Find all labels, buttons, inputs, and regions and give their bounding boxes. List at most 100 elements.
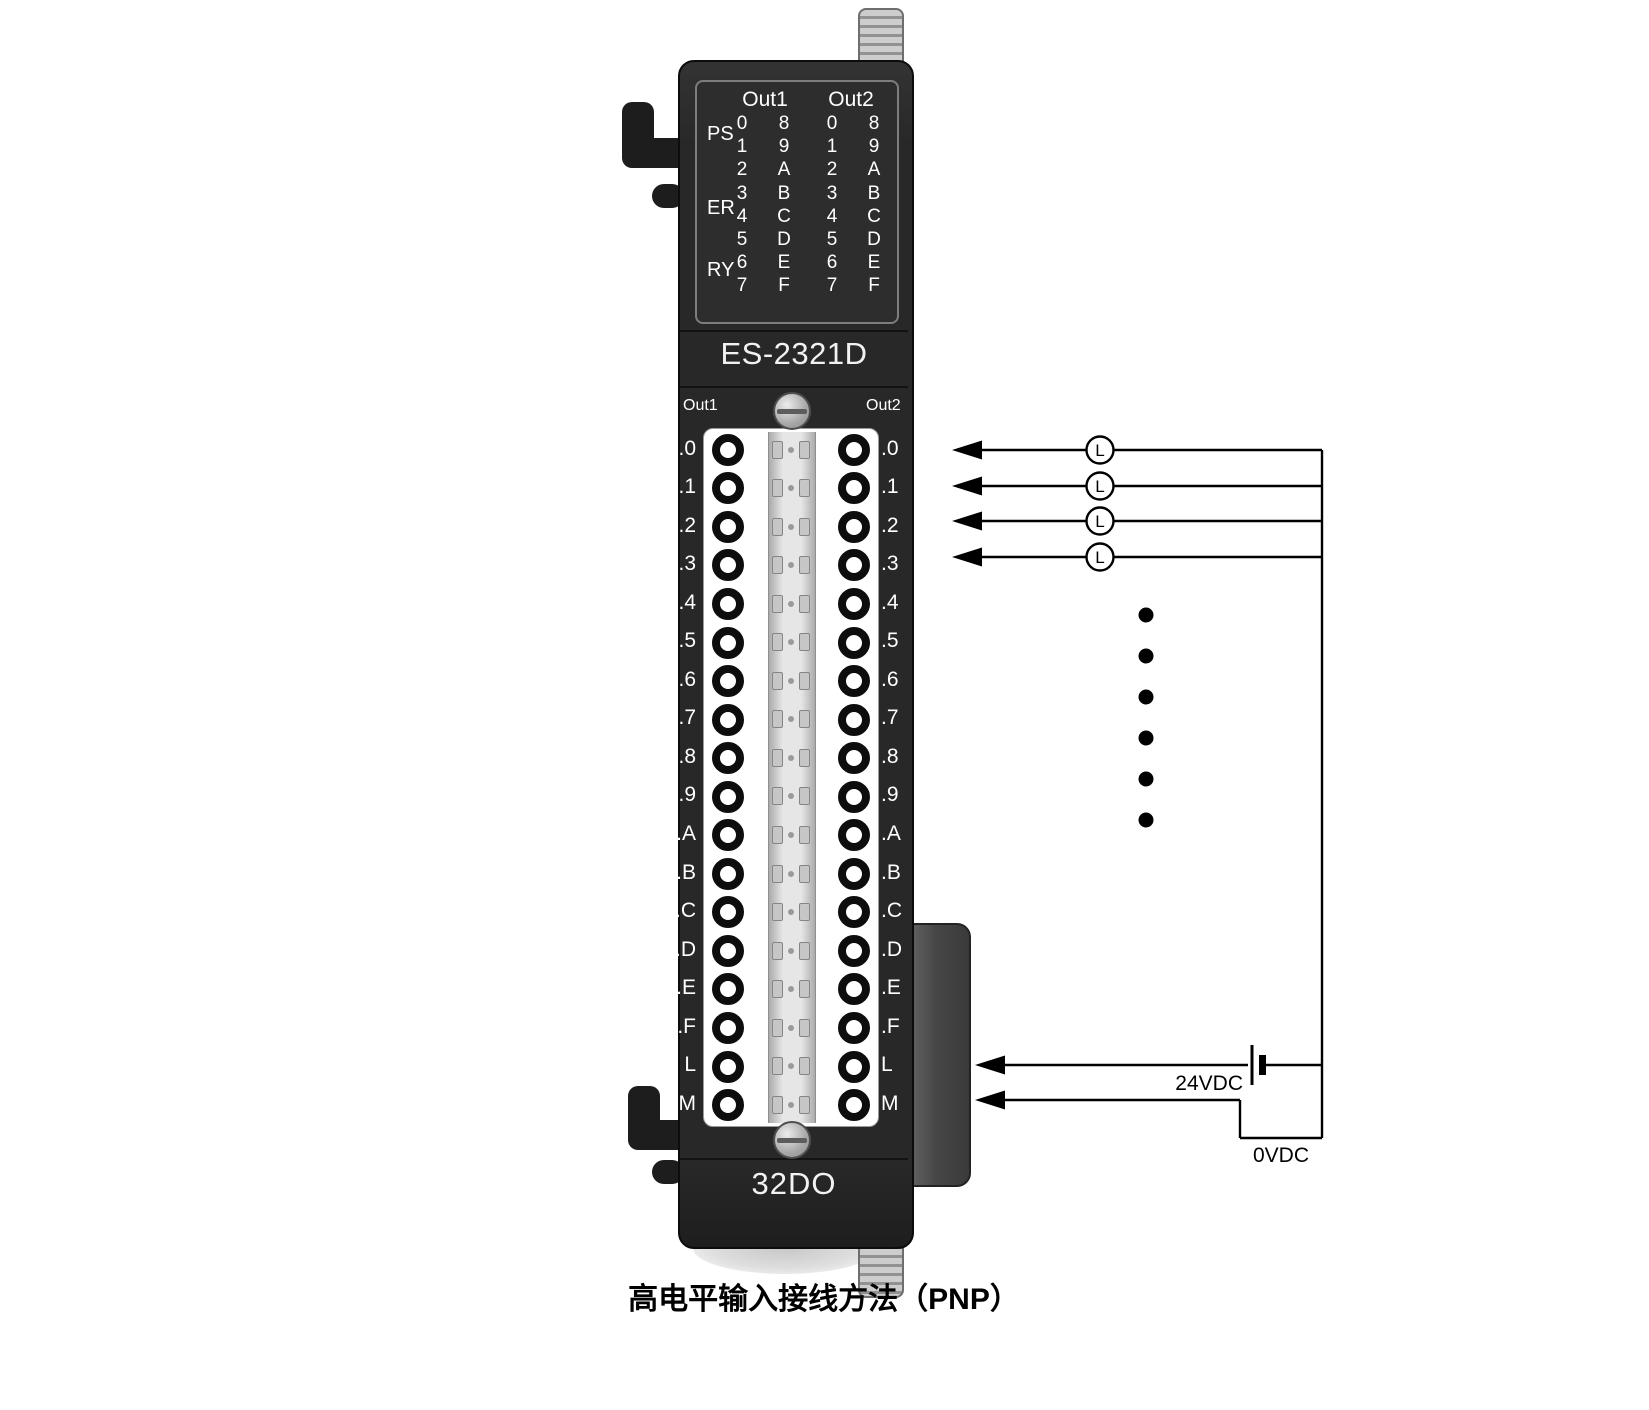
terminal-row — [704, 777, 878, 816]
terminal-label-right: .8 — [881, 744, 899, 768]
terminal-row — [704, 431, 878, 470]
center-pin — [788, 639, 794, 646]
wire-clamp-left — [772, 479, 783, 498]
module-seam-top — [680, 330, 908, 332]
led-digit: E — [777, 252, 791, 274]
wire-clamp-right — [799, 980, 810, 999]
led-digit: 6 — [826, 252, 838, 274]
wire-clamp-right — [799, 941, 810, 960]
led-digit: D — [867, 228, 881, 250]
continuation-dot — [1138, 689, 1154, 705]
terminal-block — [703, 428, 879, 1127]
wire-clamp-left — [772, 633, 783, 652]
center-pin — [788, 1024, 794, 1031]
led-digit: 3 — [826, 182, 838, 204]
led-digit: C — [867, 205, 881, 227]
terminal-screw-right — [838, 587, 870, 620]
led-digit: 2 — [826, 159, 838, 181]
terminal-screw-left — [712, 549, 744, 582]
terminal-screw-right — [838, 626, 870, 659]
terminal-label-left: .5 — [678, 629, 696, 653]
center-pin — [788, 1101, 794, 1108]
terminal-row — [704, 855, 878, 894]
terminal-label-right: .6 — [881, 667, 899, 691]
caption: 高电平输入接线方法（PNP） — [628, 1283, 1020, 1316]
terminal-screw-left — [712, 703, 744, 736]
terminal-rail — [768, 432, 816, 1123]
center-pin — [788, 716, 794, 723]
terminal-screw-right — [838, 1050, 870, 1083]
terminal-screw-right — [838, 780, 870, 813]
led-digit: 1 — [736, 136, 748, 158]
terminal-screw-left — [712, 433, 744, 466]
center-pin — [788, 485, 794, 492]
wire-clamp-left — [772, 440, 783, 459]
wire-clamp-right — [799, 556, 810, 575]
terminal-label-right: .0 — [881, 436, 899, 460]
terminal-screw-left — [712, 857, 744, 890]
terminal-label-left: .3 — [678, 552, 696, 576]
load-symbol — [1085, 471, 1115, 501]
terminal-label-left: .A — [676, 822, 696, 845]
continuation-dot — [1138, 607, 1154, 623]
terminal-label-right: .C — [881, 899, 902, 923]
center-pin — [788, 754, 794, 761]
terminal-label-left: .F — [677, 1014, 696, 1038]
led-group-header-out1: Out1 — [742, 88, 788, 111]
terminal-label-right: M — [881, 1091, 899, 1115]
terminal-screw-right — [838, 433, 870, 466]
terminal-label-left: .D — [675, 937, 696, 961]
terminal-row — [704, 546, 878, 585]
terminal-screw-right — [838, 1089, 870, 1122]
terminal-label-left: .0 — [678, 436, 696, 460]
continuation-dot — [1138, 812, 1154, 828]
terminal-label-right: .D — [881, 937, 902, 961]
terminal-screw-right — [838, 665, 870, 698]
led-digit: E — [867, 252, 881, 274]
terminal-screw-right — [838, 819, 870, 852]
center-pin — [788, 523, 794, 530]
led-digit: 4 — [826, 205, 838, 227]
terminal-row — [704, 739, 878, 778]
terminal-screw-left — [712, 472, 744, 505]
terminal-screw-right — [838, 510, 870, 543]
module-model: ES-2321D — [720, 336, 868, 371]
screw-bottom — [773, 1121, 811, 1159]
terminal-header-out2: Out2 — [866, 397, 901, 414]
wire-clamp-right — [799, 479, 810, 498]
terminal-row — [704, 662, 878, 701]
terminal-screw-left — [712, 1050, 744, 1083]
center-pin — [788, 986, 794, 993]
terminal-label-left: .C — [675, 899, 696, 923]
wire-clamp-left — [772, 1018, 783, 1037]
wire-clamp-left — [772, 748, 783, 767]
led-digit: 9 — [868, 136, 880, 158]
terminal-screw-left — [712, 626, 744, 659]
terminal-label-left: .7 — [678, 706, 696, 730]
led-digit: C — [777, 205, 791, 227]
terminal-screw-left — [712, 780, 744, 813]
wire-clamp-left — [772, 903, 783, 922]
terminal-label-left: .2 — [678, 513, 696, 537]
wire-clamp-right — [799, 787, 810, 806]
module-seam-mid — [680, 386, 908, 388]
battery-short-plate — [1259, 1055, 1266, 1075]
terminal-label-right: .9 — [881, 783, 899, 807]
arrow-to-output — [952, 547, 982, 567]
wire-clamp-right — [799, 440, 810, 459]
screw-top — [773, 392, 811, 430]
center-pin — [788, 677, 794, 684]
arrow-to-output — [952, 476, 982, 496]
terminal-screw-right — [838, 472, 870, 505]
status-led-ps: PS — [707, 123, 734, 145]
led-digit: 5 — [826, 228, 838, 250]
led-digit: 6 — [736, 252, 748, 274]
wire-clamp-left — [772, 517, 783, 536]
load-label: L — [1095, 512, 1104, 531]
wire-clamp-left — [772, 826, 783, 844]
wire-clamp-right — [799, 903, 810, 922]
terminal-label-right: .2 — [881, 513, 899, 537]
